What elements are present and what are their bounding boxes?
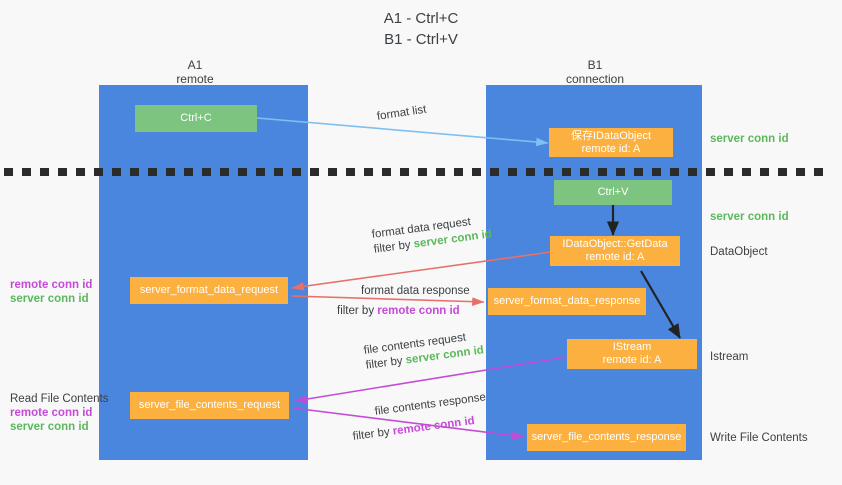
- box-server-file-contents-response[interactable]: server_file_contents_response: [527, 424, 686, 451]
- box-getdata-line2: remote id: A: [585, 251, 645, 263]
- annotation-left-conn-ids-1: remote conn id server conn id: [10, 278, 92, 306]
- annotation-dataobject-text: DataObject: [710, 246, 768, 258]
- edge-label-file-contents-request: file contents request filter by server c…: [363, 328, 485, 373]
- box-server-file-contents-request[interactable]: server_file_contents_request: [130, 392, 289, 419]
- annotation-server-conn-id-mid-text: server conn id: [710, 211, 789, 223]
- annotation-left-remote-conn-id-1: remote conn id: [10, 279, 93, 291]
- edge-label-file-contents-response-filter-pre: filter by: [352, 425, 394, 443]
- box-istream[interactable]: IStream remote id: A: [567, 339, 697, 369]
- annotation-istream: Istream: [710, 350, 748, 364]
- edge-label-format-list-text: format list: [376, 103, 428, 123]
- lane-header-b1-name: B1: [587, 58, 603, 72]
- box-server-format-data-request[interactable]: server_format_data_request: [130, 277, 288, 304]
- box-save-idataobject-line2: remote id: A: [581, 142, 641, 155]
- edge-label-format-data-request: format data request filter by server con…: [371, 212, 493, 257]
- box-server-file-contents-request-label: server_file_contents_request: [138, 399, 281, 411]
- annotation-left-remote-conn-id-2: remote conn id: [10, 407, 93, 419]
- lane-header-a1: A1 remote: [115, 58, 275, 86]
- edge-label-format-data-request-filter-pre: filter by: [373, 238, 415, 256]
- box-server-format-data-response-label: server_format_data_response: [493, 295, 641, 307]
- annotation-server-conn-id-top-text: server conn id: [710, 133, 789, 145]
- box-ctrl-c-label: Ctrl+C: [180, 112, 212, 124]
- box-getdata[interactable]: IDataObject::GetData remote id: A: [550, 236, 680, 266]
- edge-label-file-contents-request-filter-pre: filter by: [365, 354, 407, 372]
- box-save-idataobject-line1: 保存IDataObject: [570, 129, 652, 142]
- lane-header-a1-sub: remote: [176, 72, 214, 86]
- title-line-1: A1 - Ctrl+C: [383, 10, 459, 27]
- lane-header-b1: B1 connection: [515, 58, 675, 86]
- annotation-left-server-conn-id-2: server conn id: [10, 421, 89, 433]
- box-istream-line2: remote id: A: [602, 354, 662, 366]
- annotation-write-file-contents-text: Write File Contents: [710, 432, 808, 444]
- annotation-dataobject: DataObject: [710, 245, 768, 259]
- box-ctrl-c[interactable]: Ctrl+C: [135, 105, 257, 132]
- annotation-left-read-file-contents-group: Read File Contents remote conn id server…: [10, 392, 108, 434]
- title-line-2: B1 - Ctrl+V: [384, 31, 458, 48]
- edge-label-file-contents-response-filter-key: remote conn id: [392, 414, 476, 438]
- edge-label-format-data-response-filter: filter by remote conn id: [337, 304, 460, 319]
- box-ctrl-v-label: Ctrl+V: [597, 186, 629, 198]
- annotation-write-file-contents: Write File Contents: [710, 431, 808, 445]
- edge-label-format-data-response-filter-key: remote conn id: [377, 305, 460, 317]
- annotation-read-file-contents: Read File Contents: [10, 393, 109, 405]
- lane-header-a1-name: A1: [187, 58, 203, 72]
- box-ctrl-v[interactable]: Ctrl+V: [554, 180, 672, 205]
- edge-label-format-data-response-title: format data response: [361, 285, 470, 297]
- box-server-file-contents-response-label: server_file_contents_response: [531, 431, 682, 443]
- edge-label-format-data-response: format data response: [361, 284, 470, 299]
- edge-label-format-data-response-filter-pre: filter by: [337, 305, 378, 317]
- annotation-left-server-conn-id-1: server conn id: [10, 293, 89, 305]
- edge-label-format-list: format list: [376, 103, 428, 125]
- edge-label-file-contents-response-filter: filter by remote conn id: [352, 414, 476, 445]
- box-server-format-data-request-label: server_format_data_request: [139, 284, 279, 296]
- lane-header-b1-sub: connection: [565, 72, 625, 86]
- box-server-format-data-response[interactable]: server_format_data_response: [488, 288, 646, 315]
- box-getdata-line1: IDataObject::GetData: [562, 238, 668, 250]
- annotation-istream-text: Istream: [710, 351, 749, 363]
- box-istream-line1: IStream: [612, 341, 652, 353]
- annotation-server-conn-id-top: server conn id: [710, 132, 789, 146]
- box-save-idataobject[interactable]: 保存IDataObject remote id: A: [549, 128, 673, 157]
- annotation-server-conn-id-mid: server conn id: [710, 210, 789, 224]
- page-title: A1 - Ctrl+C B1 - Ctrl+V: [0, 8, 842, 50]
